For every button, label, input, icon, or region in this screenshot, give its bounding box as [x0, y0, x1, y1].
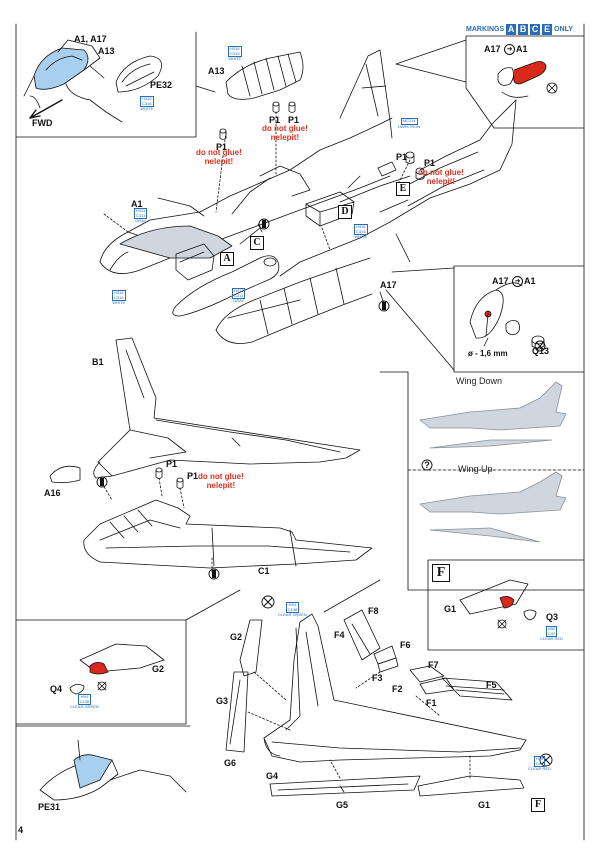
label-a17: A17 [380, 280, 397, 290]
label-q4: Q4 [50, 684, 63, 694]
callout-box-d: D [338, 205, 352, 219]
label-b1: B1 [92, 357, 104, 367]
label-q3: Q3 [546, 612, 559, 622]
label-g3: G3 [216, 696, 229, 706]
label-g1-inset: G1 [444, 604, 457, 614]
label-a13-inset: A13 [98, 46, 115, 56]
label-c1: C1 [258, 566, 270, 576]
optional-step-icon: ? [424, 460, 430, 470]
marking-letter-e: E [542, 24, 553, 35]
label-a16: A16 [44, 488, 61, 498]
marking-letter-c: C [530, 24, 541, 35]
label-f1: F1 [426, 698, 437, 708]
warning-do-not-glue: do not glue! nelepit! [196, 148, 242, 166]
glue-icon: ➜ [512, 276, 523, 287]
label-p1-d: P1 [396, 152, 408, 162]
label-a1-inset-top: A1 [516, 44, 528, 54]
label-p1-a: P1 [216, 142, 228, 152]
label-g5: G5 [336, 800, 349, 810]
label-f4: F4 [334, 630, 345, 640]
label-pe31: PE31 [38, 802, 61, 812]
wing-up-title: Wing Up [458, 464, 493, 474]
label-a1: A1 [131, 199, 143, 209]
label-a17-inset-top: A17 [484, 44, 501, 54]
label-f3: F3 [372, 673, 383, 683]
label-f6: F6 [400, 640, 411, 650]
wing-down-title: Wing Down [456, 376, 503, 386]
markings-suffix: ONLY [554, 26, 573, 33]
label-p1-e: P1 [424, 158, 436, 168]
markings-header: MARKINGS A B C E ONLY [466, 24, 573, 35]
label-fwd: FWD [32, 118, 53, 128]
glue-icon: ➜ [504, 44, 515, 55]
callout-box-f-inset: F [432, 564, 450, 582]
label-a17-inset-mid: A17 [492, 276, 509, 286]
label-f5: F5 [486, 680, 497, 690]
label-a13: A13 [208, 66, 225, 76]
label-p1-c: P1 [288, 115, 300, 125]
label-a1-inset-mid: A1 [524, 276, 536, 286]
warning-do-not-glue: do not glue! nelepit! [262, 124, 308, 142]
callout-box-a: A [220, 252, 234, 266]
page-number: 4 [18, 825, 24, 835]
markings-prefix: MARKINGS [466, 26, 505, 33]
label-q13: Q13 [532, 346, 550, 356]
warning-do-not-glue: do not glue! nelepit! [198, 472, 244, 490]
label-g2-small: G2 [152, 664, 165, 674]
label-pe32: PE32 [150, 80, 173, 90]
label-f2: F2 [392, 684, 403, 694]
label-g1-bottom: G1 [478, 800, 491, 810]
warning-do-not-glue: do not glue! nelepit! [418, 168, 464, 186]
drill-diameter: ø - 1,6 mm [468, 349, 508, 358]
marking-letter-a: A [506, 24, 517, 35]
callout-box-c: C [250, 236, 264, 250]
callout-box-f-bottom: F [531, 798, 545, 812]
label-g4: G4 [266, 771, 279, 781]
label-p1-b: P1 [269, 115, 281, 125]
label-f8: F8 [368, 606, 379, 616]
label-f7: F7 [428, 660, 439, 670]
label-g6: G6 [224, 758, 237, 768]
label-g2: G2 [230, 632, 243, 642]
callout-box-e: E [396, 182, 410, 196]
label-p1-g: P1 [187, 471, 199, 481]
label-a1-a17: A1, A17 [74, 34, 107, 44]
marking-letter-b: B [518, 24, 529, 35]
label-p1-f: P1 [166, 459, 178, 469]
